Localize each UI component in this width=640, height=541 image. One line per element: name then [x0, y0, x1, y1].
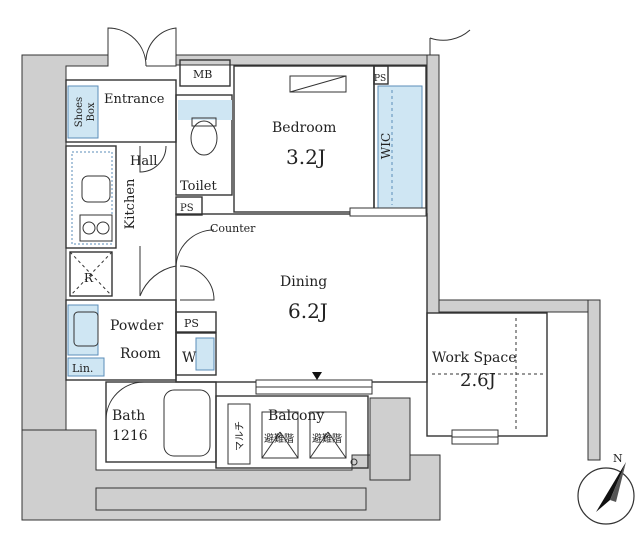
label-box: Box: [86, 102, 97, 121]
kitchen-sink: [81, 175, 111, 203]
label-ps-bedroom: PS: [374, 74, 386, 84]
label-washer: W: [182, 350, 197, 366]
label-ps-powder: PS: [184, 317, 199, 330]
label-bath: Bath: [112, 408, 145, 424]
fixtures: [69, 75, 545, 466]
label-entrance: Entrance: [104, 92, 165, 107]
north-compass: N: [577, 452, 635, 525]
burner-icon: [96, 221, 110, 235]
exterior-walls: [21, 54, 601, 521]
label-kitchen: Kitchen: [123, 178, 138, 229]
label-bath-size: 1216: [112, 428, 148, 444]
label-work-space-size: 2.6J: [460, 370, 496, 391]
compass-north-label: N: [613, 452, 623, 465]
stove: [79, 214, 113, 242]
vanity-basin: [73, 311, 99, 347]
windows: [255, 207, 499, 445]
label-mb: MB: [193, 68, 212, 81]
label-multi: マルチ: [234, 421, 246, 451]
label-refrigerator: R: [84, 271, 94, 285]
label-counter: Counter: [210, 222, 256, 235]
front-door: [107, 27, 147, 67]
label-bedroom: Bedroom: [272, 120, 336, 136]
escape-hatch-box: [261, 411, 299, 459]
bathtub: [163, 389, 211, 457]
burner-icon: [82, 221, 96, 235]
label-work-space: Work Space: [432, 350, 517, 366]
toilet-tank: [191, 117, 217, 127]
escape-hatch-box: [309, 411, 347, 459]
label-dining-size: 6.2J: [288, 299, 328, 323]
storage-areas: [67, 85, 423, 377]
label-room: Room: [120, 346, 161, 362]
label-ps-toilet: PS: [180, 203, 194, 214]
room-labels: Entrance Shoes Box MB Hall Kitchen Toile…: [72, 68, 517, 451]
label-bedroom-size: 3.2J: [286, 145, 326, 169]
bedroom-window-box: [289, 75, 347, 93]
label-toilet: Toilet: [180, 179, 217, 194]
label-linen: Lin.: [72, 362, 93, 375]
label-dining: Dining: [280, 274, 327, 290]
drain-icon: [350, 458, 358, 466]
entry-arrow-icon: [312, 372, 322, 380]
label-stairs-up: 避難階: [312, 432, 342, 445]
label-hall: Hall: [130, 154, 157, 169]
label-powder: Powder: [110, 318, 164, 334]
toilet-bowl: [190, 120, 218, 156]
label-stairs-down: 避難階: [264, 432, 294, 445]
label-balcony: Balcony: [268, 408, 324, 424]
label-shoes: Shoes: [74, 97, 85, 127]
doors: [105, 27, 471, 421]
label-wic: WIC: [379, 133, 393, 159]
compass-needle-icon: [596, 462, 626, 512]
multi-box: [227, 403, 251, 465]
